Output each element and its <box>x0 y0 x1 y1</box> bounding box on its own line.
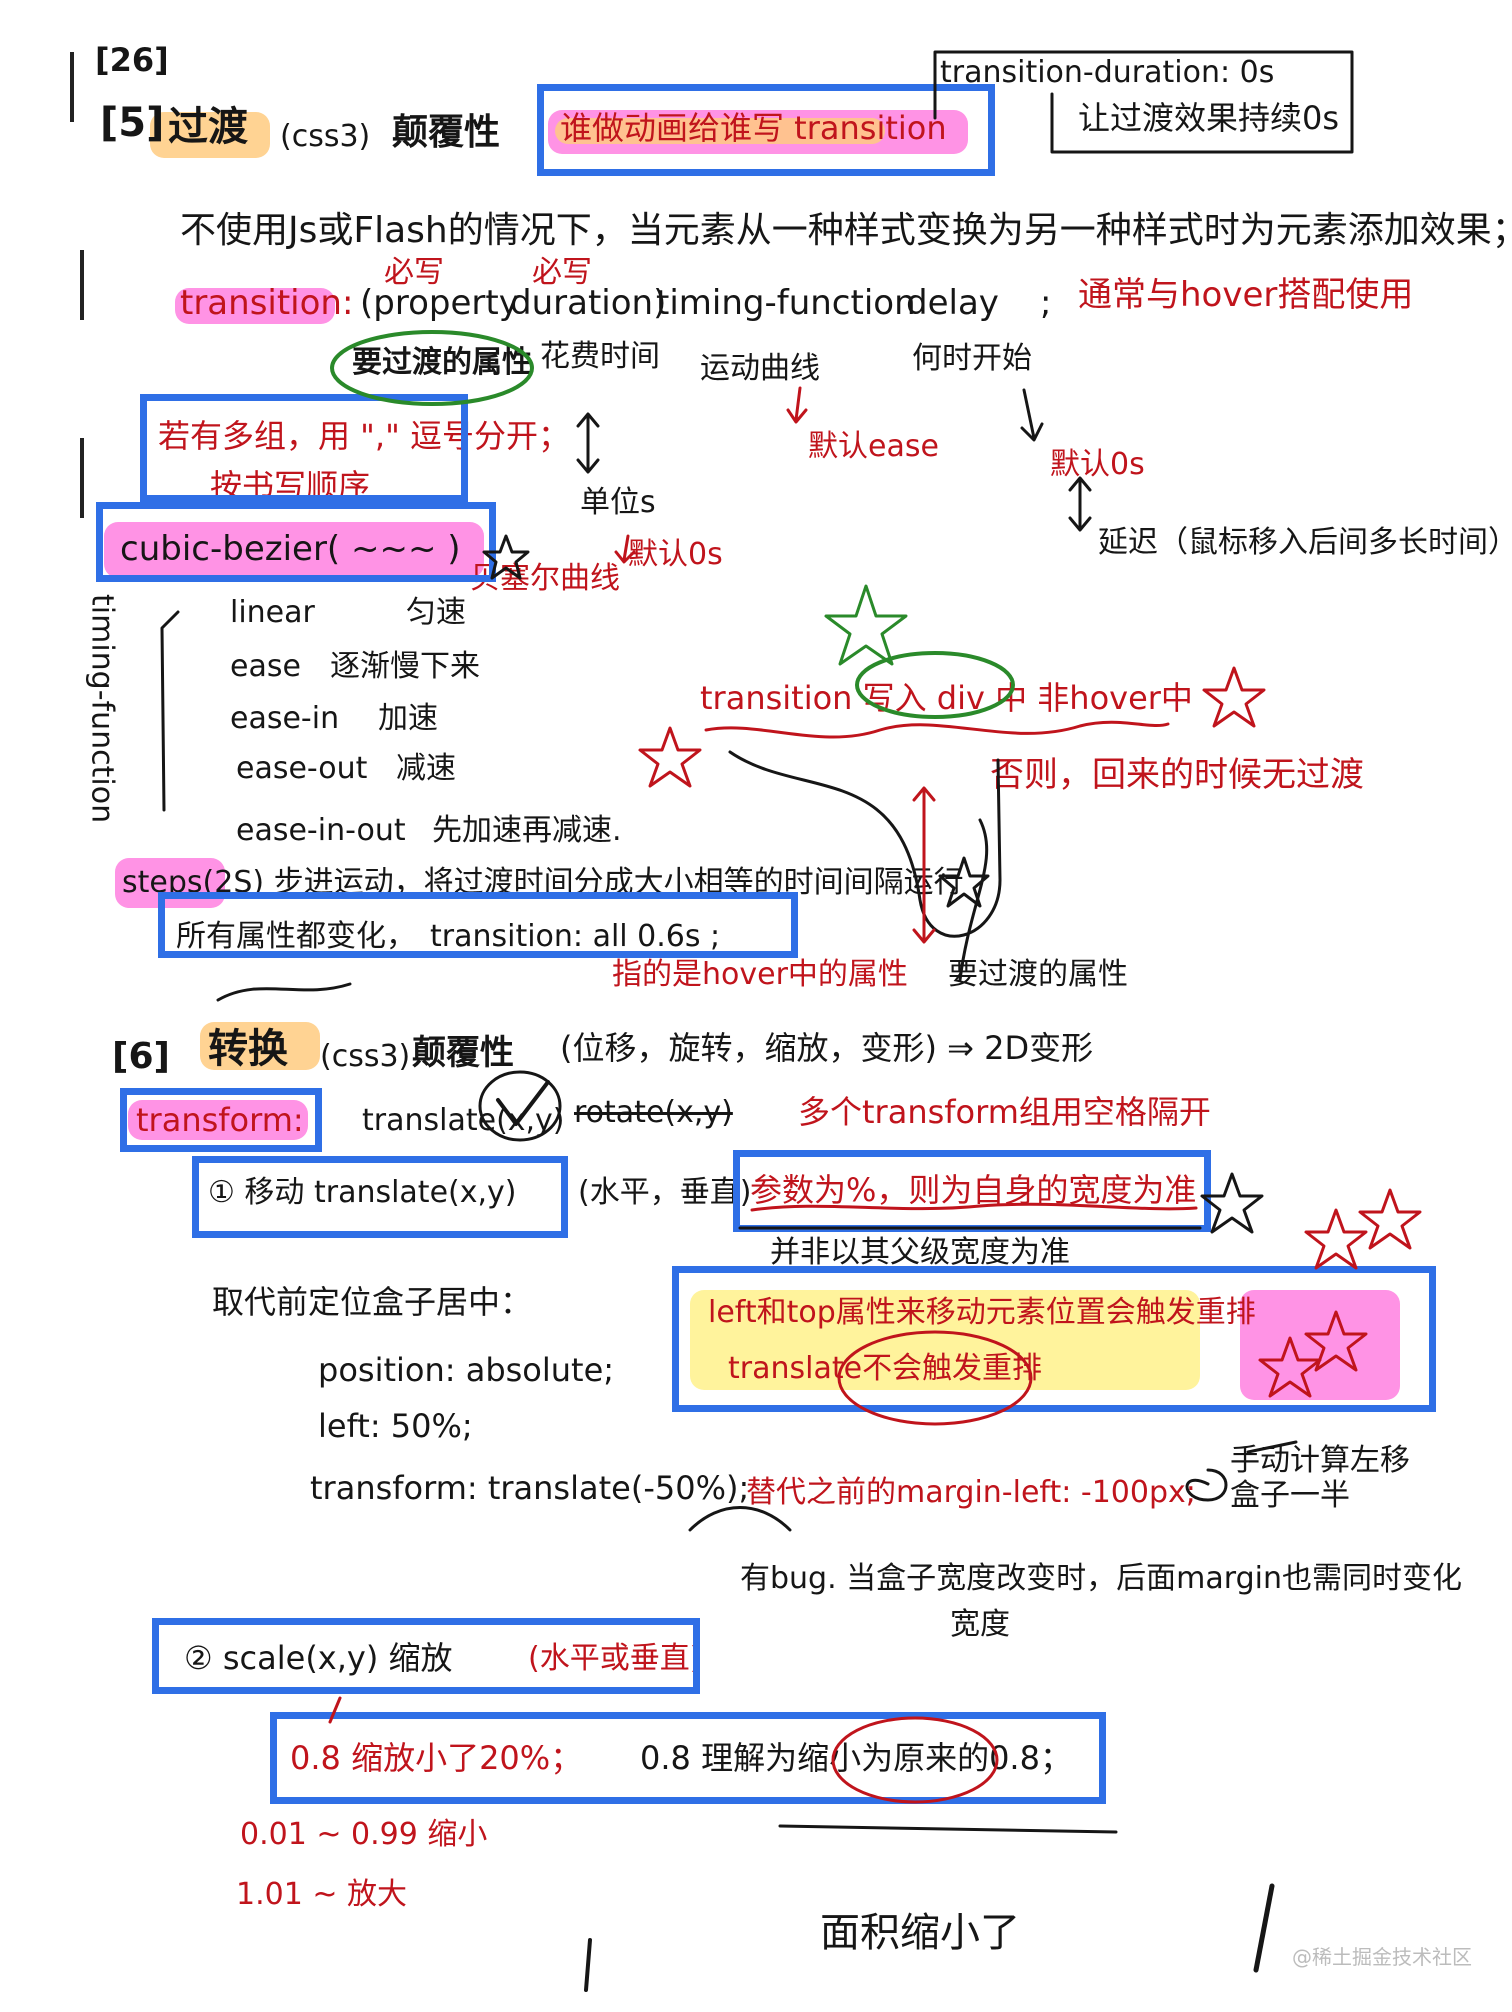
rotate-fn: rotate(x,y) <box>574 1095 733 1130</box>
highlight-steps <box>115 858 225 908</box>
range-enlarge: 1.01 ~ 放大 <box>236 1877 408 1912</box>
default-zero-b: 默认0s <box>1050 447 1145 482</box>
margin-line-3 <box>80 438 84 518</box>
range-shrink: 0.01 ~ 0.99 缩小 <box>240 1817 488 1852</box>
highlight-box-scale <box>152 1618 700 1694</box>
bug-note: 有bug. 当盒子宽度改变时，后面margin也需同时变化 <box>740 1561 1462 1596</box>
watermark: @稀土掘金技术社区 <box>1292 1945 1472 1969</box>
syntax-tip: 通常与hover搭配使用 <box>1078 275 1414 315</box>
highlight-box-percent <box>733 1150 1211 1232</box>
syntax-duration: duration) <box>510 283 667 323</box>
item2-scale: ② scale(x,y) 缩放 <box>184 1639 453 1677</box>
highlight-transition-kw <box>175 288 335 324</box>
syntax-timing: timing-function <box>656 283 916 323</box>
curve-easeinout-name: ease-in-out <box>236 813 406 848</box>
aside-note: 让过渡效果持续0s <box>1078 99 1340 137</box>
hover-props-note: 指的是hover中的属性 <box>612 957 908 992</box>
section-6-feature: 颠覆性 <box>412 1033 514 1073</box>
syntax-delay: delay <box>906 283 999 323</box>
shrink-note: 0.8 缩放小了20%； <box>290 1739 583 1777</box>
reflow-note-1: left和top属性来移动元素位置会触发重排 <box>708 1295 1256 1330</box>
section-5-feature: 颠覆性 <box>392 112 501 153</box>
transform-keyword: transform: <box>136 1101 304 1139</box>
delay-label: 何时开始 <box>912 341 1032 376</box>
curve-ease-name: ease <box>230 649 301 684</box>
property-label: 要过渡的属性 <box>352 345 532 380</box>
curve-easeout-desc: 减速 <box>396 751 456 786</box>
transition-props-note: 要过渡的属性 <box>948 957 1128 992</box>
highlight-title-5 <box>150 112 270 158</box>
highlight-box-all-props <box>158 892 798 958</box>
timing-function-word: timing-function <box>84 594 120 824</box>
width-label: 宽度 <box>950 1607 1010 1642</box>
section-5-description: 不使用Js或Flash的情况下，当元素从一种样式变换为另一种样式时为元素添加效果… <box>180 210 1512 251</box>
multi-group-note: 若有多组，用 "," 逗号分开； <box>158 417 570 455</box>
default-ease: 默认ease <box>808 429 939 464</box>
curve-easeout-name: ease-out <box>236 751 368 786</box>
curve-easein-desc: 加速 <box>378 701 438 736</box>
replace-note: 替代之前的margin-left: -100px; <box>746 1475 1196 1510</box>
highlight-tagline-2 <box>555 118 885 144</box>
highlight-box-reflow <box>672 1266 1436 1412</box>
margin-line-2 <box>80 250 84 320</box>
manual-note: 手动计算左移盒子一半 <box>1230 1443 1410 1513</box>
syntax-keyword: transition: <box>180 283 354 323</box>
write-in-div-note: transition 写入 div 中 非hover中 <box>700 679 1193 717</box>
curve-linear-name: linear <box>230 595 315 630</box>
section-5-css3: (css3) <box>280 119 371 154</box>
highlight-transform-kw <box>128 1100 308 1140</box>
must-label-2: 必写 <box>532 255 592 290</box>
syntax-semicolon: ; <box>1040 283 1052 323</box>
item2-direction: (水平或垂直) <box>528 1641 702 1676</box>
item1-direction: (水平，垂直) <box>578 1175 752 1210</box>
section-5-number: [5] <box>100 100 165 146</box>
section-5-title: 过渡 <box>168 104 248 150</box>
highlight-box-tagline <box>537 84 995 176</box>
highlight-box-multi-group <box>140 394 468 502</box>
highlight-box-item1 <box>192 1156 568 1238</box>
syntax-property: (property <box>360 283 519 323</box>
highlight-box-shrink <box>270 1712 1106 1804</box>
translate-fn: translate(x,y) <box>362 1103 565 1138</box>
delay-description: 延迟（鼠标移入后间多长时间） <box>1098 525 1512 560</box>
all-props-code: transition: all 0.6s ; <box>430 919 721 954</box>
section-6-kinds: (位移，旋转，缩放，变形) ⇒ 2D变形 <box>560 1029 1094 1067</box>
center-transform: transform: translate(-50%); <box>310 1469 750 1507</box>
highlight-cubic <box>104 522 484 578</box>
highlight-box-transform <box>120 1088 322 1152</box>
cubic-bezier-code: cubic-bezier( ~~~ ) <box>120 529 461 569</box>
multi-transform-note: 多个transform组用空格隔开 <box>798 1093 1211 1131</box>
section-6-number: [6] <box>112 1036 170 1077</box>
margin-line-1 <box>70 52 74 122</box>
center-title: 取代前定位盒子居中： <box>212 1283 533 1321</box>
section-6-css3: (css3) <box>320 1039 411 1074</box>
top-fragment: [26] <box>95 41 169 79</box>
curve-easein-name: ease-in <box>230 701 340 736</box>
default-zero-a: 默认0s <box>628 537 723 572</box>
curve-ease-desc: 逐渐慢下来 <box>330 649 480 684</box>
section-5-tagline: 谁做动画给谁写 transition <box>560 109 947 147</box>
curve-linear-desc: 匀速 <box>406 595 466 630</box>
highlight-title-6 <box>200 1022 320 1070</box>
must-label-1: 必写 <box>384 255 444 290</box>
center-position: position: absolute; <box>318 1351 615 1389</box>
parent-note: 并非以其父级宽度为准 <box>770 1235 1070 1270</box>
unit-seconds: 单位s <box>580 485 656 520</box>
bottom-note: 面积缩小了 <box>820 1910 1020 1956</box>
curve-easeinout-desc: 先加速再减速. <box>432 813 622 848</box>
center-left: left: 50%; <box>318 1407 473 1445</box>
duration-label: 花费时间 <box>540 339 660 374</box>
percent-note: 参数为%，则为自身的宽度为准 <box>750 1171 1197 1209</box>
all-props-note: 所有属性都变化， <box>176 919 416 954</box>
otherwise-note: 否则，回来的时候无过渡 <box>990 755 1364 795</box>
highlight-box-cubic <box>96 502 496 582</box>
timing-label: 运动曲线 <box>700 351 820 386</box>
section-6-title: 转换 <box>208 1026 288 1072</box>
item1-translate: ① 移动 translate(x,y) <box>208 1175 517 1210</box>
